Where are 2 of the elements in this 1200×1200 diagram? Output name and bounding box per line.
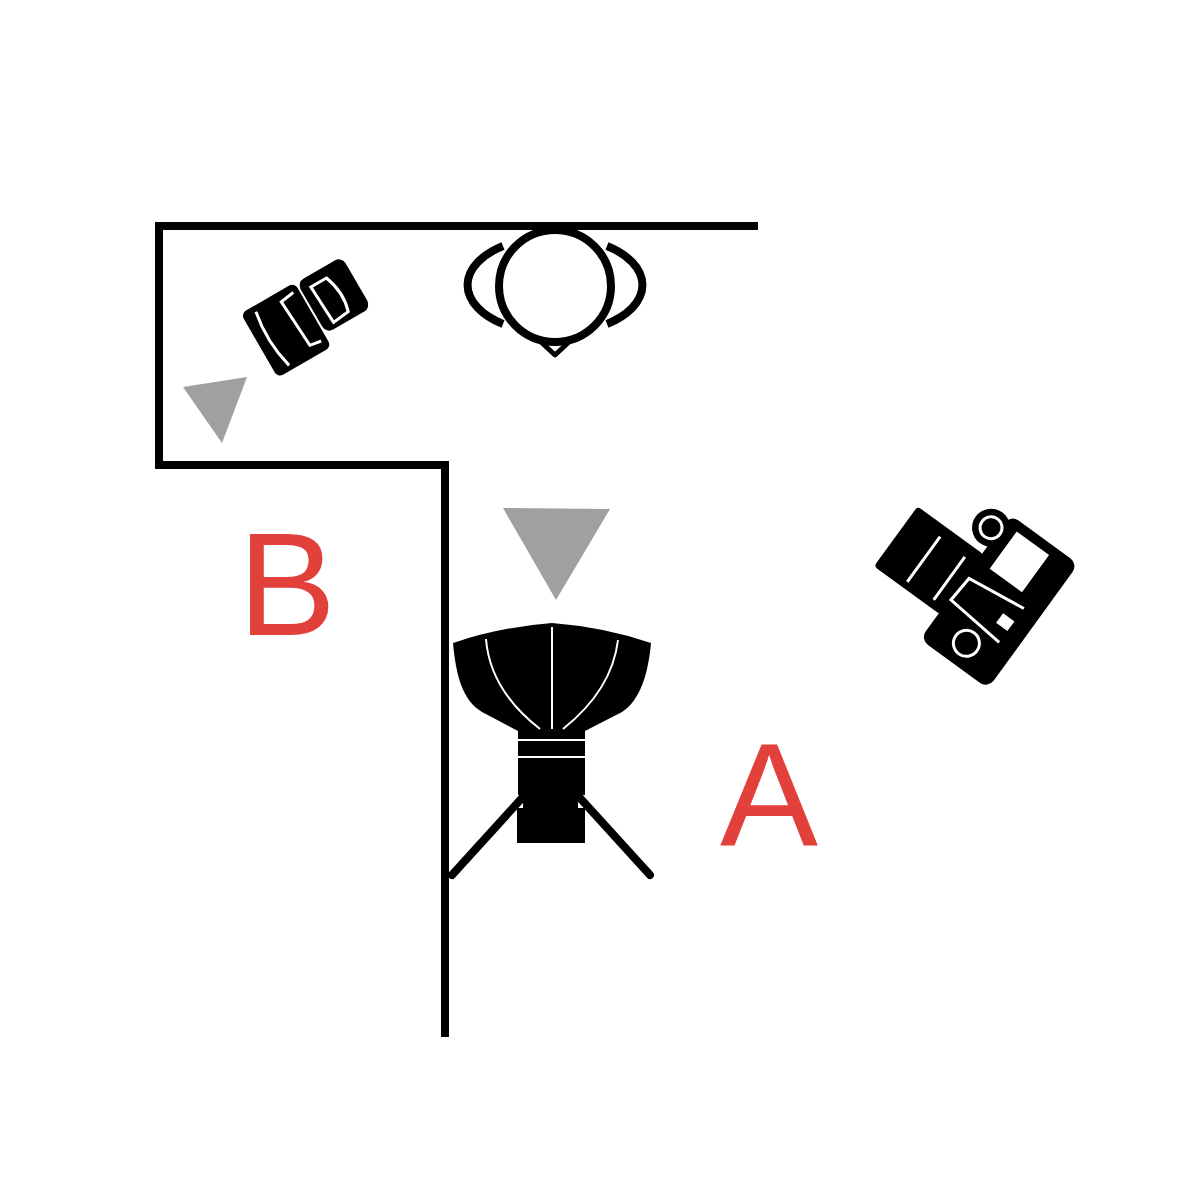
zone-label: A [720, 722, 819, 869]
zone-label: B [238, 511, 337, 658]
